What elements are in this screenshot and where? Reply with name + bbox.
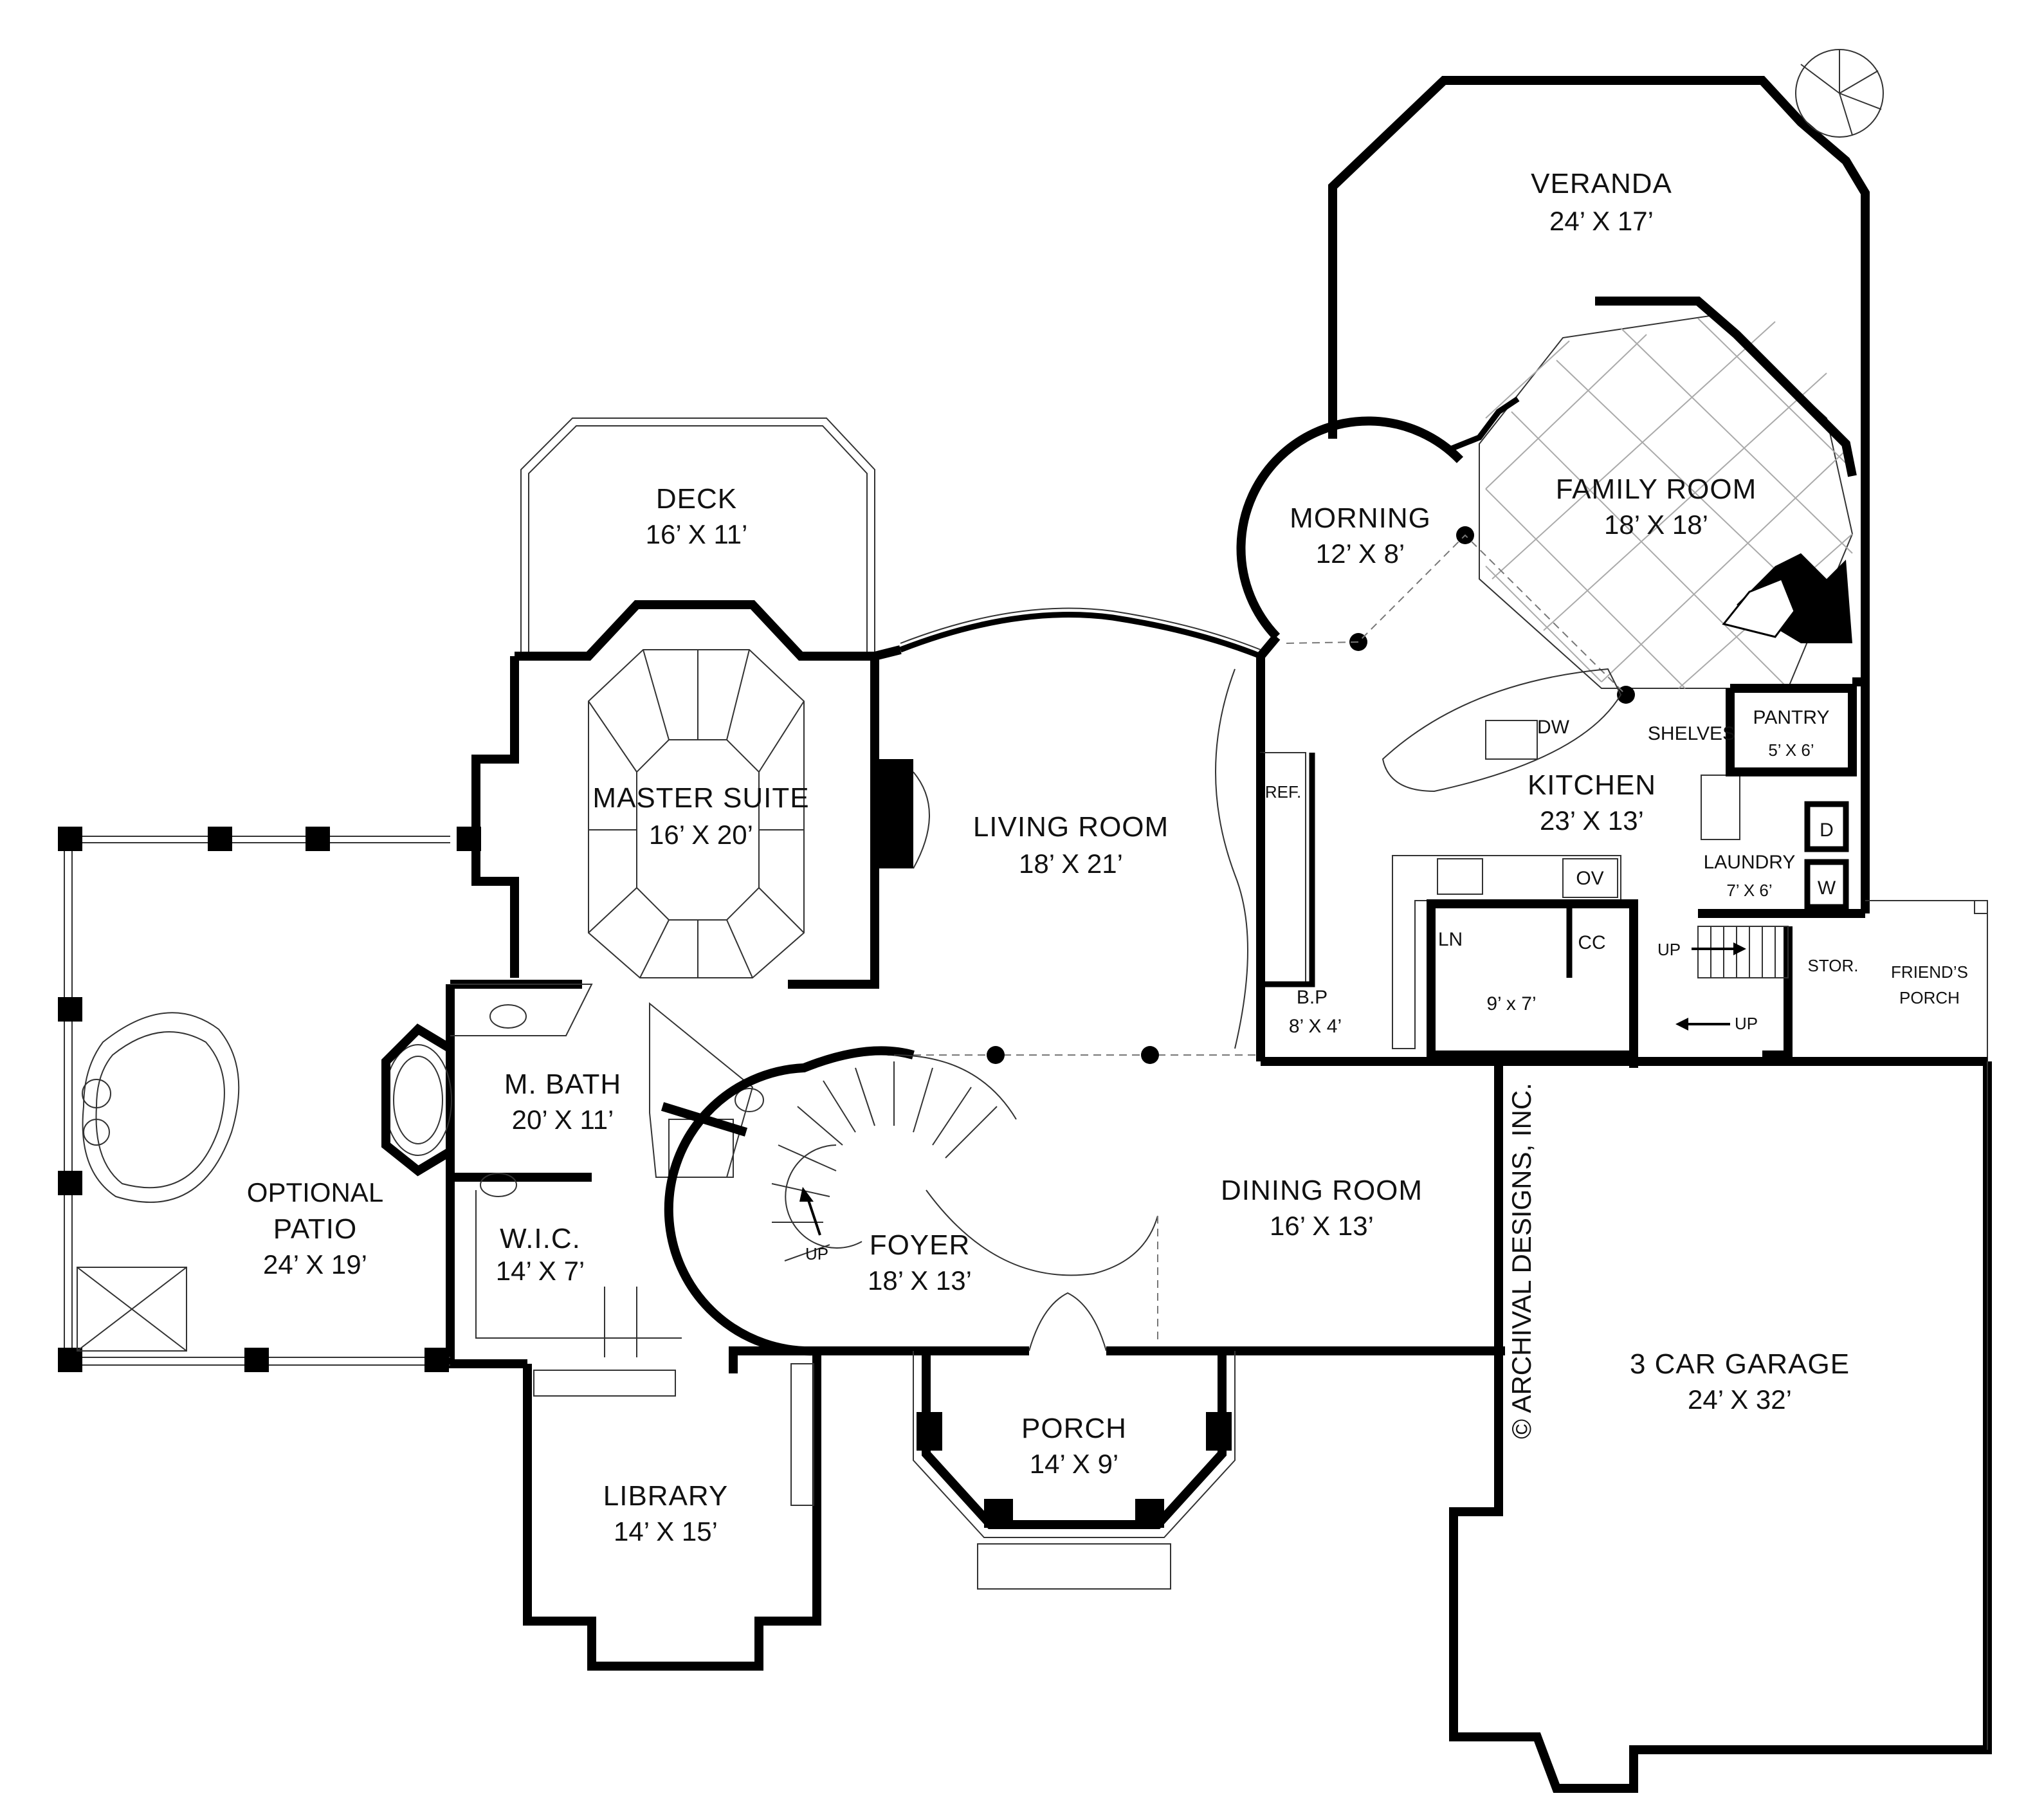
- arrows: [799, 942, 1746, 1236]
- room-name-veranda: VERANDA: [1531, 168, 1672, 199]
- spiral-stair-icon: [1800, 50, 1882, 136]
- fixture-labels: SHELVES DW REF. OV CC LN STOR. FRIEND’S …: [805, 717, 1968, 1263]
- room-name-family-room: FAMILY ROOM: [1556, 473, 1757, 505]
- room-dims-family-room: 18’ X 18’: [1604, 509, 1708, 540]
- room-name-patio: PATIO: [273, 1213, 358, 1245]
- storage-label: STOR.: [1808, 956, 1859, 975]
- room-name-morning: MORNING: [1290, 502, 1431, 534]
- room-dims-library: 14’ X 15’: [614, 1516, 718, 1546]
- room-name-dining-room: DINING ROOM: [1221, 1175, 1423, 1206]
- room-dims-bp: 8’ X 4’: [1289, 1016, 1342, 1037]
- room-dims-morning: 12’ X 8’: [1316, 538, 1405, 569]
- refrigerator-label: REF.: [1265, 782, 1301, 802]
- room-name-m-bath: M. BATH: [504, 1069, 621, 1100]
- foyer-outline: [664, 1046, 1158, 1373]
- room-name-master-suite: MASTER SUITE: [592, 782, 809, 814]
- veranda-outline: [1328, 49, 1884, 695]
- fireplace-icon: [1722, 553, 1852, 643]
- shelves-label: SHELVES: [1648, 723, 1735, 744]
- room-dims-veranda: 24’ X 17’: [1549, 206, 1654, 236]
- room-dims-master-suite: 16’ X 20’: [649, 820, 753, 850]
- room-dims-garage: 24’ X 32’: [1688, 1384, 1792, 1415]
- room-dims-deck: 16’ X 11’: [646, 519, 748, 549]
- room-name-library: LIBRARY: [603, 1480, 729, 1512]
- deck-outline: [520, 417, 875, 656]
- coat-closet-label: CC: [1578, 932, 1605, 953]
- room-dims-living-room: 18’ X 21’: [1019, 849, 1123, 879]
- room-dims-pantry: 5’ X 6’: [1768, 740, 1814, 760]
- room-name-porch: PORCH: [1021, 1413, 1127, 1444]
- morning-room-outline: [1236, 416, 1635, 704]
- friends-porch-label-1: FRIEND’S: [1891, 962, 1968, 982]
- copyright-notice: © ARCHIVAL DESIGNS, INC.: [1506, 1083, 1537, 1439]
- room-name-kitchen: KITCHEN: [1528, 769, 1656, 801]
- stair-treads: [771, 1061, 998, 1261]
- stair-up-label-laundry: UP: [1657, 940, 1681, 959]
- linen-label: LN: [1438, 929, 1463, 950]
- patio-outline: [58, 827, 481, 1372]
- porch-outline: [913, 1292, 1236, 1590]
- room-name-laundry: LAUNDRY: [1704, 852, 1796, 873]
- library-outline: [523, 1351, 821, 1671]
- room-dims-laundry: 7’ X 6’: [1726, 881, 1772, 900]
- room-dims-dining-room: 16’ X 13’: [1270, 1211, 1374, 1241]
- room-dims-patio: 24’ X 19’: [263, 1249, 367, 1280]
- dishwasher-label: DW: [1537, 717, 1570, 738]
- dryer-label: D: [1820, 820, 1834, 841]
- oven-label: OV: [1576, 868, 1603, 889]
- washer-label: W: [1818, 877, 1836, 899]
- stair-up-label-foyer: UP: [805, 1244, 828, 1263]
- stair-up-label-garage: UP: [1735, 1014, 1758, 1033]
- room-labels: VERANDA 24’ X 17’ FAMILY ROOM 18’ X 18’ …: [247, 168, 1850, 1546]
- dining-garage-outline: [817, 1061, 1992, 1793]
- room-dims-foyer: 18’ X 13’: [868, 1265, 972, 1296]
- room-dims-porch: 14’ X 9’: [1030, 1449, 1119, 1479]
- room-name-garage: 3 CAR GARAGE: [1630, 1348, 1850, 1380]
- patio-prefix: OPTIONAL: [247, 1177, 383, 1207]
- room-name-deck: DECK: [656, 483, 737, 515]
- room-name-wic: W.I.C.: [500, 1223, 581, 1254]
- room-name-foyer: FOYER: [870, 1229, 971, 1261]
- room-dims-wic: 14’ X 7’: [496, 1256, 585, 1286]
- room-dims-m-bath: 20’ X 11’: [512, 1105, 614, 1135]
- room-dims-powder: 9’ x 7’: [1486, 993, 1536, 1014]
- room-name-living-room: LIVING ROOM: [973, 811, 1169, 843]
- room-name-bp: B.P: [1297, 987, 1328, 1008]
- friends-porch-label-2: PORCH: [1899, 988, 1960, 1007]
- room-dims-kitchen: 23’ X 13’: [1540, 805, 1644, 836]
- room-name-pantry: PANTRY: [1753, 707, 1830, 728]
